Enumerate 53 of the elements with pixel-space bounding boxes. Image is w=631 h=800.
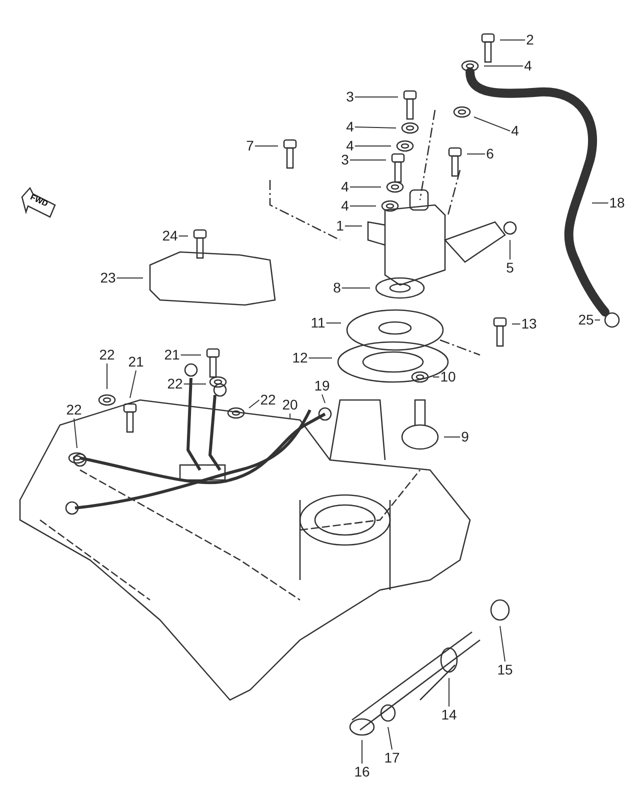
leader-line	[474, 116, 511, 132]
callout-number: 15	[497, 662, 513, 678]
callout-number: 3	[341, 152, 349, 168]
callout-number: 8	[333, 280, 341, 296]
callout-number: 4	[346, 138, 354, 154]
callout-number: 18	[609, 196, 625, 210]
leader-line	[74, 418, 78, 448]
leader-line	[322, 394, 326, 404]
callout-number: 6	[486, 146, 494, 162]
callout-number: 25	[578, 312, 594, 328]
callout-number: 22	[99, 348, 115, 362]
leader-line	[432, 376, 440, 378]
callout-number: 9	[461, 430, 469, 444]
callout-number: 23	[100, 270, 116, 286]
leader-line	[106, 363, 108, 390]
leader-line	[592, 202, 609, 204]
leader-line	[248, 400, 260, 408]
callout-number: 22	[167, 376, 183, 392]
callout-number: 7	[246, 138, 254, 154]
callout-number: 21	[128, 354, 144, 370]
leader-line	[349, 186, 382, 188]
callout-number: 5	[506, 260, 514, 276]
callout-number: 4	[341, 198, 349, 214]
callout-number: 3	[346, 90, 354, 104]
leader-line	[354, 126, 396, 128]
callout-number: 1	[336, 218, 344, 234]
callout-number: 22	[260, 392, 276, 408]
callout-number: 4	[524, 58, 532, 74]
callout-number: 12	[292, 350, 308, 366]
leader-line	[444, 436, 461, 438]
callout-number: 4	[511, 124, 519, 138]
callout-number: 21	[164, 348, 180, 362]
leader-line	[448, 678, 450, 707]
callout-number: 11	[310, 316, 326, 330]
leader-line	[180, 354, 202, 356]
callout-number: 2	[526, 32, 534, 48]
callout-number: 4	[341, 180, 349, 194]
direction-label: FWD	[28, 192, 50, 208]
callout-number: 13	[521, 316, 537, 332]
leader-line	[326, 322, 342, 324]
callout-number: 4	[346, 120, 354, 134]
callout-number: 10	[440, 370, 456, 384]
leader-line	[500, 626, 506, 662]
callout-number: 19	[314, 378, 330, 394]
leader-line	[130, 370, 136, 398]
callout-number: 20	[282, 398, 298, 412]
leader-line	[388, 726, 392, 750]
leader-line	[354, 96, 398, 98]
callout-number: 17	[384, 750, 400, 766]
callout-number: 16	[354, 764, 370, 780]
callout-number: 22	[66, 402, 82, 418]
callout-number: 24	[162, 228, 178, 244]
callout-number: 14	[441, 708, 457, 722]
